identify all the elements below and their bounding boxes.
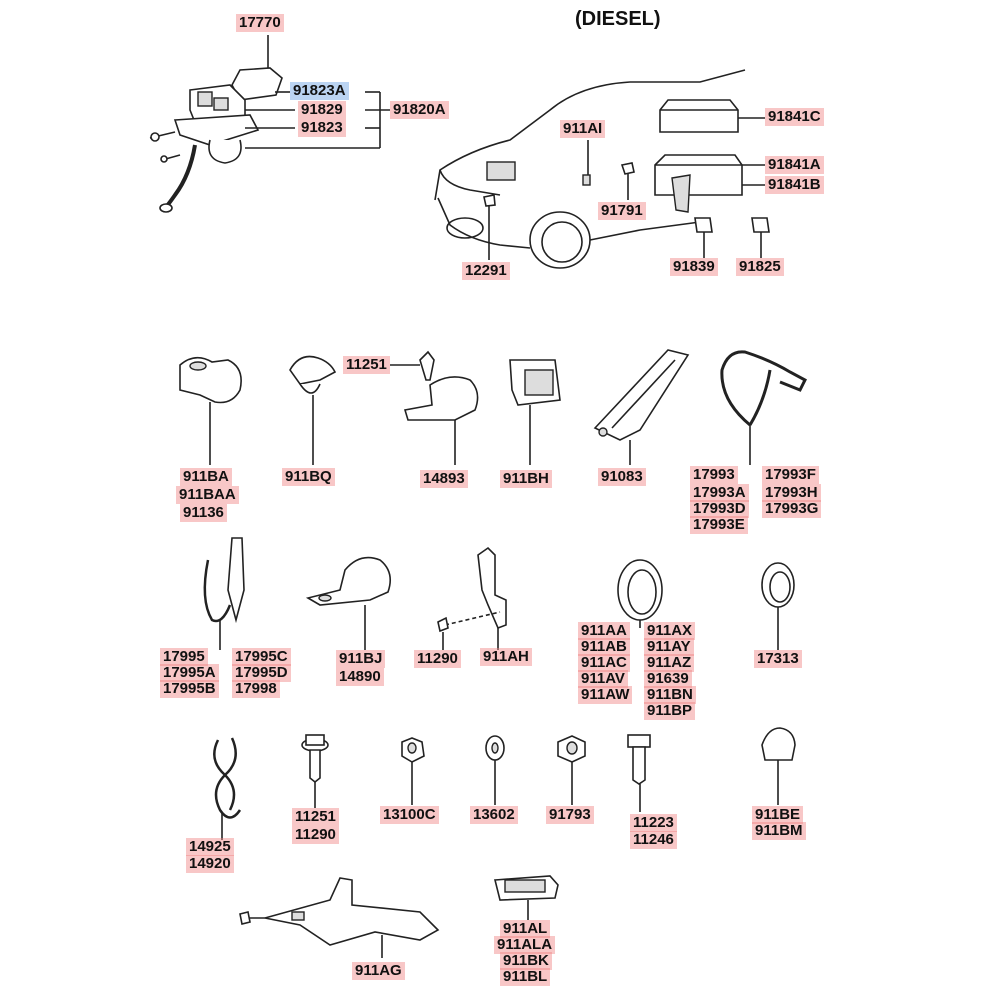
cable-tie-17993-drawing [720,350,807,465]
part-label-11251-bottom[interactable]: 11251 [292,808,339,826]
bracket-911AG-drawing [239,877,440,958]
part-label-911AY[interactable]: 911AY [644,638,694,656]
part-label-911AX[interactable]: 911AX [644,622,696,640]
diagram-title: (DIESEL) [575,8,661,30]
grommet-17313-drawing [761,562,795,650]
part-label-14920[interactable]: 14920 [186,855,234,873]
part-label-911BN[interactable]: 911BN [644,686,696,704]
part-label-11251-top[interactable]: 11251 [343,356,390,374]
part-label-911AW[interactable]: 911AW [578,686,633,704]
part-label-91841C[interactable]: 91841C [765,108,824,126]
part-label-14893[interactable]: 14893 [420,470,468,488]
relay-bracket-assembly-drawing [149,35,390,213]
part-label-911AI[interactable]: 911AI [560,120,606,138]
part-label-91820A[interactable]: 91820A [390,101,449,119]
part-label-911BL[interactable]: 911BL [500,968,551,986]
part-label-11290-mid[interactable]: 11290 [414,650,461,668]
part-label-91825[interactable]: 91825 [736,258,784,276]
part-label-911AC[interactable]: 911AC [578,654,630,672]
part-label-911BE[interactable]: 911BE [752,806,804,824]
part-label-911AA[interactable]: 911AA [578,622,630,640]
nut-13100C-drawing [401,737,425,805]
part-label-11223[interactable]: 11223 [630,814,677,832]
strap-91083-drawing [593,349,690,465]
connector-911AL-drawing [493,875,559,920]
nut-91793-drawing [557,735,586,805]
part-label-91823[interactable]: 91823 [298,119,346,137]
bolt-11223-drawing [627,734,651,812]
clip-17995-drawing [203,537,245,650]
part-label-14925[interactable]: 14925 [186,838,234,856]
part-label-911BP[interactable]: 911BP [644,702,696,720]
part-label-911BA[interactable]: 911BA [180,468,232,486]
clamp-911BA-drawing [179,356,242,465]
grommet-911AA-drawing [617,559,663,628]
part-label-911AB[interactable]: 911AB [578,638,630,656]
part-label-17313[interactable]: 17313 [754,650,802,668]
part-label-17995A[interactable]: 17995A [160,664,219,682]
part-label-17995C[interactable]: 17995C [232,648,291,666]
part-label-91841A[interactable]: 91841A [765,156,824,174]
part-label-91639[interactable]: 91639 [644,670,692,688]
part-label-17993[interactable]: 17993 [690,466,738,484]
part-label-911AL[interactable]: 911AL [500,920,551,938]
part-label-17995D[interactable]: 17995D [232,664,291,682]
part-label-911AH[interactable]: 911AH [480,648,532,666]
part-label-911BJ[interactable]: 911BJ [336,650,386,668]
part-label-911BH[interactable]: 911BH [500,470,552,488]
part-label-12291[interactable]: 12291 [462,262,510,280]
part-label-91839[interactable]: 91839 [670,258,718,276]
part-label-17993F[interactable]: 17993F [762,466,819,484]
part-label-17993A[interactable]: 17993A [690,484,749,502]
part-label-911AZ[interactable]: 911AZ [644,654,695,672]
part-label-17993G[interactable]: 17993G [762,500,822,518]
part-label-17993D[interactable]: 17993D [690,500,749,518]
part-label-14890[interactable]: 14890 [336,668,384,686]
clip-14893-drawing [390,350,479,465]
part-label-911AG[interactable]: 911AG [352,962,405,980]
part-label-11290-bottom[interactable]: 11290 [292,826,339,844]
part-label-17993H[interactable]: 17993H [762,484,821,502]
clip-14925-drawing [213,737,242,840]
part-label-911BAA[interactable]: 911BAA [176,486,239,504]
part-label-17770[interactable]: 17770 [236,14,284,32]
cap-911BE-drawing [761,727,796,805]
bolt-11251-drawing [301,734,329,808]
part-label-17995B[interactable]: 17995B [160,680,219,698]
part-label-91823A[interactable]: 91823A [290,82,349,100]
part-label-911BM[interactable]: 911BM [752,822,806,840]
part-label-91793[interactable]: 91793 [546,806,594,824]
vehicle-outline-drawing [434,69,746,269]
part-label-13100C[interactable]: 13100C [380,806,439,824]
part-label-911ALA[interactable]: 911ALA [494,936,556,954]
part-label-17993E[interactable]: 17993E [690,516,748,534]
clamp-911BJ-drawing [305,556,391,650]
part-label-13602[interactable]: 13602 [470,806,518,824]
part-label-911AV[interactable]: 911AV [578,670,628,688]
part-label-91083[interactable]: 91083 [598,468,646,486]
relay-box-drawing [654,99,770,258]
part-label-91829[interactable]: 91829 [298,101,346,119]
bracket-911AH-drawing [437,546,507,650]
part-label-91136[interactable]: 91136 [180,504,227,522]
part-label-911BK[interactable]: 911BK [500,952,552,970]
clamp-911BQ-drawing [289,355,337,465]
part-label-11246[interactable]: 11246 [630,831,677,849]
part-label-911BQ[interactable]: 911BQ [282,468,335,486]
washer-13602-drawing [485,735,505,805]
part-label-91841B[interactable]: 91841B [765,176,824,194]
part-label-17998[interactable]: 17998 [232,680,280,698]
clip-911BH-drawing [509,359,561,465]
part-label-17995[interactable]: 17995 [160,648,208,666]
part-label-91791[interactable]: 91791 [598,202,646,220]
